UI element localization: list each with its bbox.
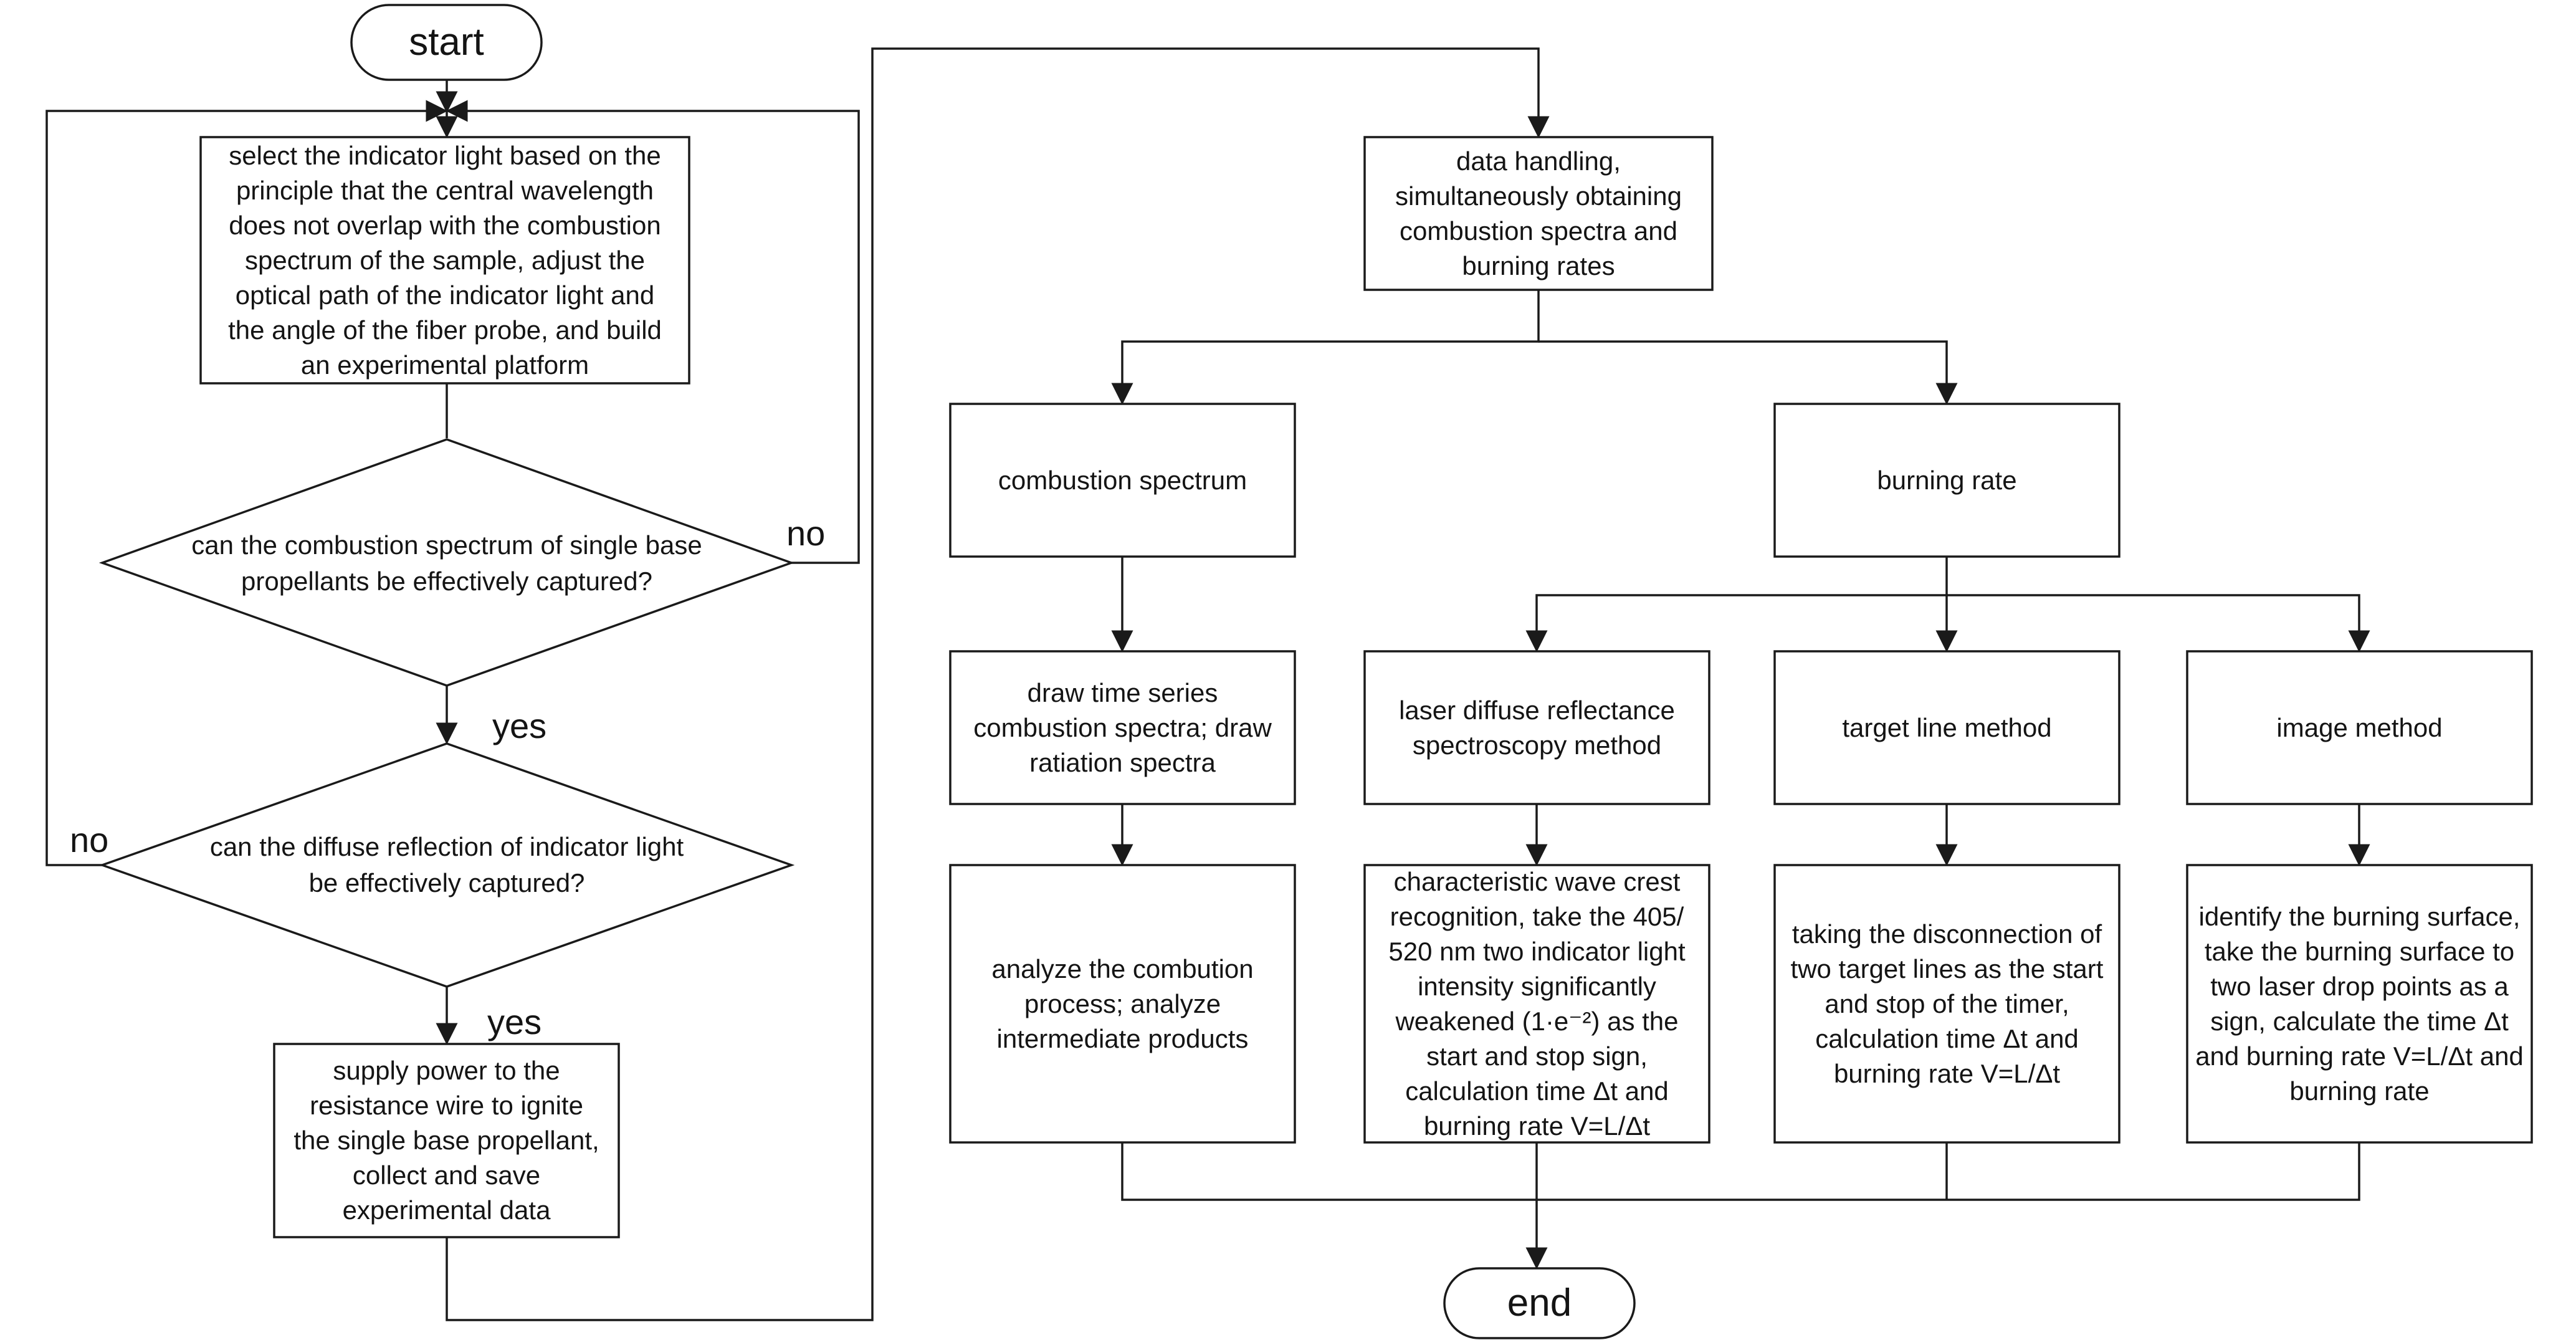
connector-no-1-loop <box>446 100 860 564</box>
decision-reflection-text: can the diffuse reflection of indicator … <box>209 832 684 897</box>
connector-rate-branch-left <box>1525 557 1948 653</box>
connector-no-2-loop <box>45 100 448 866</box>
laser-detail-text: characteristic wave crest recognition, t… <box>1388 866 1686 1141</box>
draw-spectra-text: draw time series combustion spectra; dra… <box>973 677 1272 777</box>
target-method-text: target line method <box>1842 712 2052 742</box>
connector-rate-branch-right <box>1947 594 2370 653</box>
burning-rate-text: burning rate <box>1877 465 2017 495</box>
label-no-2: no <box>70 820 109 859</box>
laser-method-text: laser diffuse reflectance spectroscopy m… <box>1399 695 1675 760</box>
analyze-text: analyze the combution process; analyze i… <box>991 954 1254 1053</box>
image-detail-text: identify the burning surface, take the b… <box>2195 901 2524 1106</box>
decision-spectrum-text: can the combustion spectrum of single ba… <box>191 530 702 596</box>
connector-data-branch <box>1111 290 1540 405</box>
label-no-1: no <box>786 514 826 553</box>
connector-data-branch-right <box>1538 340 1958 405</box>
label-yes-2: yes <box>487 1002 542 1041</box>
combustion-spectrum-text: combustion spectrum <box>998 465 1247 495</box>
image-method-text: image method <box>2276 712 2443 742</box>
label-yes-1: yes <box>492 706 547 745</box>
data-handling-text: data handling, simultaneously obtaining … <box>1395 146 1682 280</box>
select-light-text: select the indicator light based on the … <box>228 140 662 380</box>
target-detail-text: taking the disconnection of two target l… <box>1790 919 2104 1088</box>
connector-merge-bottom <box>1121 1142 2360 1201</box>
supply-power-text: supply power to the resistance wire to i… <box>293 1056 599 1225</box>
end-label: end <box>1507 1281 1572 1324</box>
connector-supply-to-data <box>446 47 1550 1321</box>
start-label: start <box>409 21 484 64</box>
